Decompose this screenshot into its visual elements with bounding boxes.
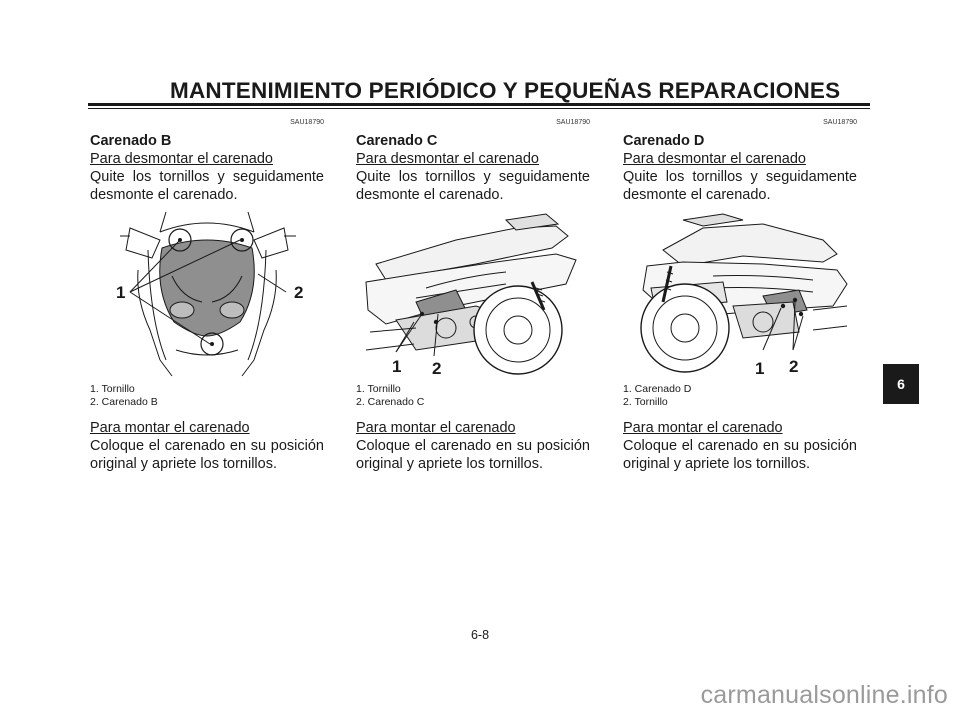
remove-text: Quite los tornillos y seguidamente desmo…: [90, 169, 324, 203]
figure-carenado-d: 1 2: [623, 210, 857, 378]
section-code: SAU18790: [556, 119, 590, 126]
section-carenado-b: SAU18790 Carenado B Para desmontar el ca…: [90, 118, 324, 473]
legend-item: 1. Tornillo: [90, 383, 135, 395]
callout-2: 2: [294, 283, 303, 302]
install-text: Coloque el carenado en su posición origi…: [623, 438, 857, 472]
right-side-scooter-illustration-icon: 1 2: [640, 213, 848, 378]
install-heading: Para montar el carenado: [623, 420, 783, 436]
figure-carenado-c: 1 2: [356, 210, 590, 378]
callout-1: 1: [755, 359, 764, 378]
figure-legend: 1. Tornillo 2. Carenado C: [356, 383, 590, 408]
section-carenado-d: SAU18790 Carenado D Para desmontar el ca…: [623, 118, 857, 473]
callout-1: 1: [392, 357, 401, 376]
figure-carenado-b: 1 2: [90, 210, 324, 378]
callout-2: 2: [789, 357, 798, 376]
figure-legend: 1. Tornillo 2. Carenado B: [90, 383, 324, 408]
header-rule-thick: [88, 103, 870, 106]
remove-heading: Para desmontar el carenado: [356, 151, 539, 167]
legend-item: 2. Carenado B: [90, 395, 158, 408]
callout-1: 1: [116, 283, 125, 302]
header-rule-thin: [88, 108, 870, 109]
section-carenado-c: SAU18790 Carenado C Para desmontar el ca…: [356, 118, 590, 473]
section-code: SAU18790: [823, 119, 857, 126]
callout-2: 2: [432, 359, 441, 378]
remove-text: Quite los tornillos y seguidamente desmo…: [356, 169, 590, 203]
left-side-scooter-illustration-icon: 1 2: [365, 213, 577, 378]
front-fairing-illustration-icon: 1 2: [116, 211, 303, 377]
remove-heading: Para desmontar el carenado: [623, 151, 806, 167]
page-header-title: MANTENIMIENTO PERIÓDICO Y PEQUEÑAS REPAR…: [170, 78, 841, 103]
watermark: carmanualsonline.info: [700, 681, 948, 709]
legend-item: 1. Tornillo: [356, 383, 401, 395]
section-title: Carenado D: [623, 133, 705, 149]
install-text: Coloque el carenado en su posición origi…: [356, 438, 590, 472]
install-heading: Para montar el carenado: [356, 420, 516, 436]
legend-item: 2. Carenado C: [356, 395, 425, 408]
legend-item: 2. Tornillo: [623, 395, 668, 408]
remove-heading: Para desmontar el carenado: [90, 151, 273, 167]
section-title: Carenado B: [90, 133, 172, 149]
install-text: Coloque el carenado en su posición origi…: [90, 438, 324, 472]
remove-text: Quite los tornillos y seguidamente desmo…: [623, 169, 857, 203]
chapter-tab: 6: [883, 364, 919, 404]
figure-legend: 1. Carenado D 2. Tornillo: [623, 383, 857, 408]
page-number: 6-8: [470, 628, 490, 642]
section-code: SAU18790: [290, 119, 324, 126]
legend-item: 1. Carenado D: [623, 383, 692, 395]
section-title: Carenado C: [356, 133, 438, 149]
install-heading: Para montar el carenado: [90, 420, 250, 436]
